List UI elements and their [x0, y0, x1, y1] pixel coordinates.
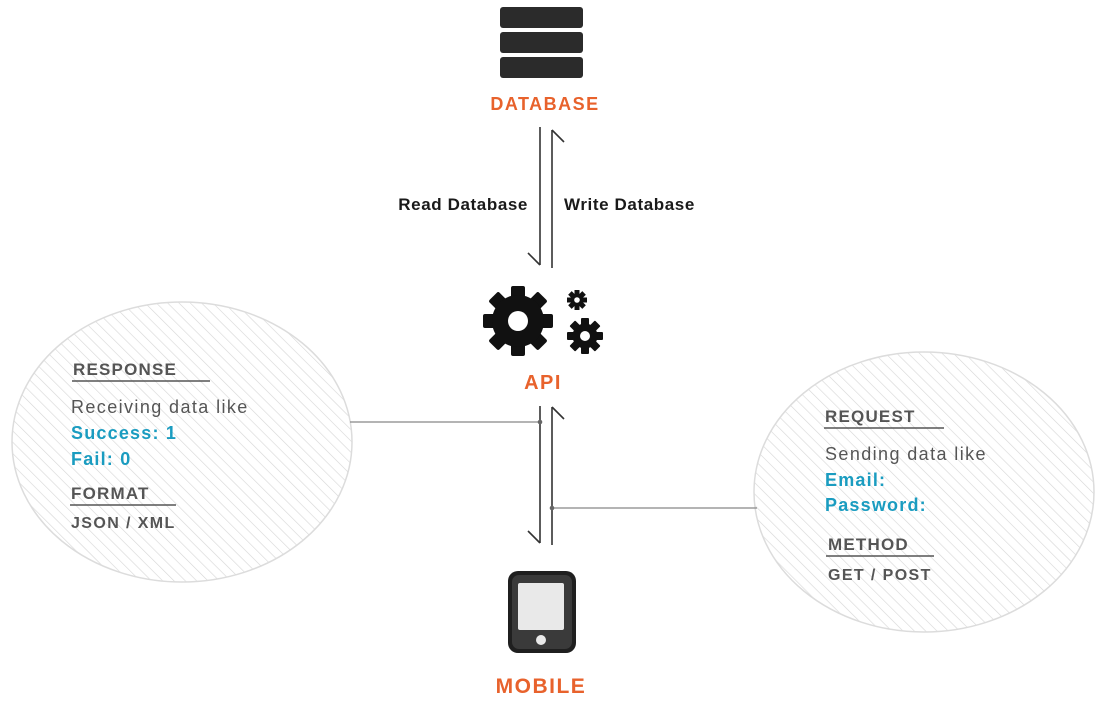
mobile-label: MOBILE: [496, 675, 587, 698]
response-description: Receiving data like: [71, 397, 249, 417]
request-leader-dot: [549, 505, 555, 511]
response-panel: RESPONSE Receiving data like Success: 1 …: [11, 301, 353, 583]
response-item-fail: Fail: 0: [71, 449, 131, 469]
gears-icon: [483, 286, 603, 356]
read-database-label: Read Database: [398, 195, 528, 214]
read-arrow-head: [527, 252, 541, 266]
database-icon: [500, 7, 583, 78]
connectors: [350, 127, 757, 545]
request-item-password: Password:: [825, 495, 927, 515]
request-description: Sending data like: [825, 444, 987, 464]
response-heading: RESPONSE: [73, 360, 177, 379]
smartphone-icon: [508, 571, 576, 653]
database-node: DATABASE: [490, 7, 599, 114]
api-label: API: [524, 372, 562, 394]
response-item-success: Success: 1: [71, 423, 177, 443]
format-value: JSON / XML: [71, 515, 176, 532]
database-label: DATABASE: [490, 94, 599, 114]
request-circle: [753, 351, 1095, 633]
write-database-label: Write Database: [564, 195, 695, 214]
request-item-email: Email:: [825, 470, 886, 490]
mobile-node: MOBILE: [496, 571, 587, 698]
format-heading: FORMAT: [71, 484, 150, 503]
write-arrow-head: [551, 129, 565, 143]
request-panel: REQUEST Sending data like Email: Passwor…: [753, 351, 1095, 633]
response-leader-dot: [537, 419, 543, 425]
response-arrow-head: [527, 530, 541, 544]
api-node: API: [483, 286, 603, 394]
request-heading: REQUEST: [825, 407, 916, 426]
method-value: GET / POST: [828, 567, 932, 584]
request-arrow-head: [551, 406, 565, 420]
response-circle: [11, 301, 353, 583]
method-heading: METHOD: [828, 535, 909, 554]
